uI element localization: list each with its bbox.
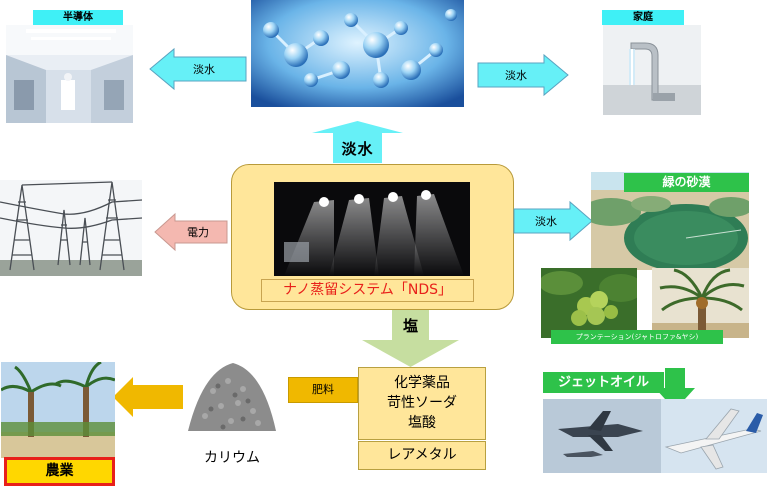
chemicals-line-1: 化学薬品 [394,375,450,391]
semiconductor-label: 半導体 [33,10,123,25]
agriculture-text: 農業 [45,463,74,479]
potassium-granules-image [183,351,281,442]
water-molecules-image [251,0,464,107]
jet-oil-label: ジェットオイル [543,372,664,393]
plantation-text: プランテーション(ジャトロファ&ヤシ) [575,333,699,341]
salt-text: 塩 [402,316,418,335]
fresh-water-up-text: 淡水 [341,139,374,158]
potassium-to-agriculture-arrow [113,377,183,417]
nds-system-label: ナノ蒸留システム「NDS」 [261,279,474,302]
fighter-jet-image [543,399,661,473]
nds-system-name: ナノ蒸留システム「NDS」 [282,282,453,298]
chemicals-line-3: 塩酸 [408,415,436,431]
fresh-water-right-arrow: 淡水 [477,53,569,97]
nds-system-box: ナノ蒸留システム「NDS」 [231,164,514,310]
fresh-water-green-text: 淡水 [535,215,557,228]
agriculture-palm-image [1,362,115,458]
power-lines-image [0,180,142,276]
chemicals-line-2: 苛性ソーダ [387,395,457,411]
airliner-image [661,399,767,473]
rare-metal-text: レアメタル [387,447,457,463]
rare-metal-box: レアメタル [358,441,486,470]
electricity-arrow: 電力 [154,212,228,252]
semiconductor-cleanroom-image [6,25,133,123]
jet-oil-down-arrow [655,368,695,410]
green-desert-label: 緑の砂漠 [624,173,749,192]
fertilizer-arrow-body: 肥料 [288,377,358,403]
salt-arrow: 塩 [362,310,459,367]
home-faucet-image [603,25,701,115]
plantation-label: プランテーション(ジャトロファ&ヤシ) [551,330,723,344]
fresh-water-green-arrow: 淡水 [513,200,593,242]
agriculture-label: 農業 [4,457,115,486]
home-label: 家庭 [602,10,684,25]
fresh-water-up-arrow: 淡水 [312,121,403,163]
fertilizer-text: 肥料 [312,383,334,396]
potassium-label: カリウム [204,450,260,466]
chemicals-box: 化学薬品 苛性ソーダ 塩酸 [358,367,486,440]
fresh-water-left-arrow: 淡水 [149,47,247,91]
jatropha-image [541,268,637,338]
fresh-water-left-text: 淡水 [193,63,215,76]
electricity-text: 電力 [187,226,209,239]
nano-distillation-light-image [274,182,470,276]
palm-tree-image [652,268,749,338]
fresh-water-right-text: 淡水 [505,69,527,82]
